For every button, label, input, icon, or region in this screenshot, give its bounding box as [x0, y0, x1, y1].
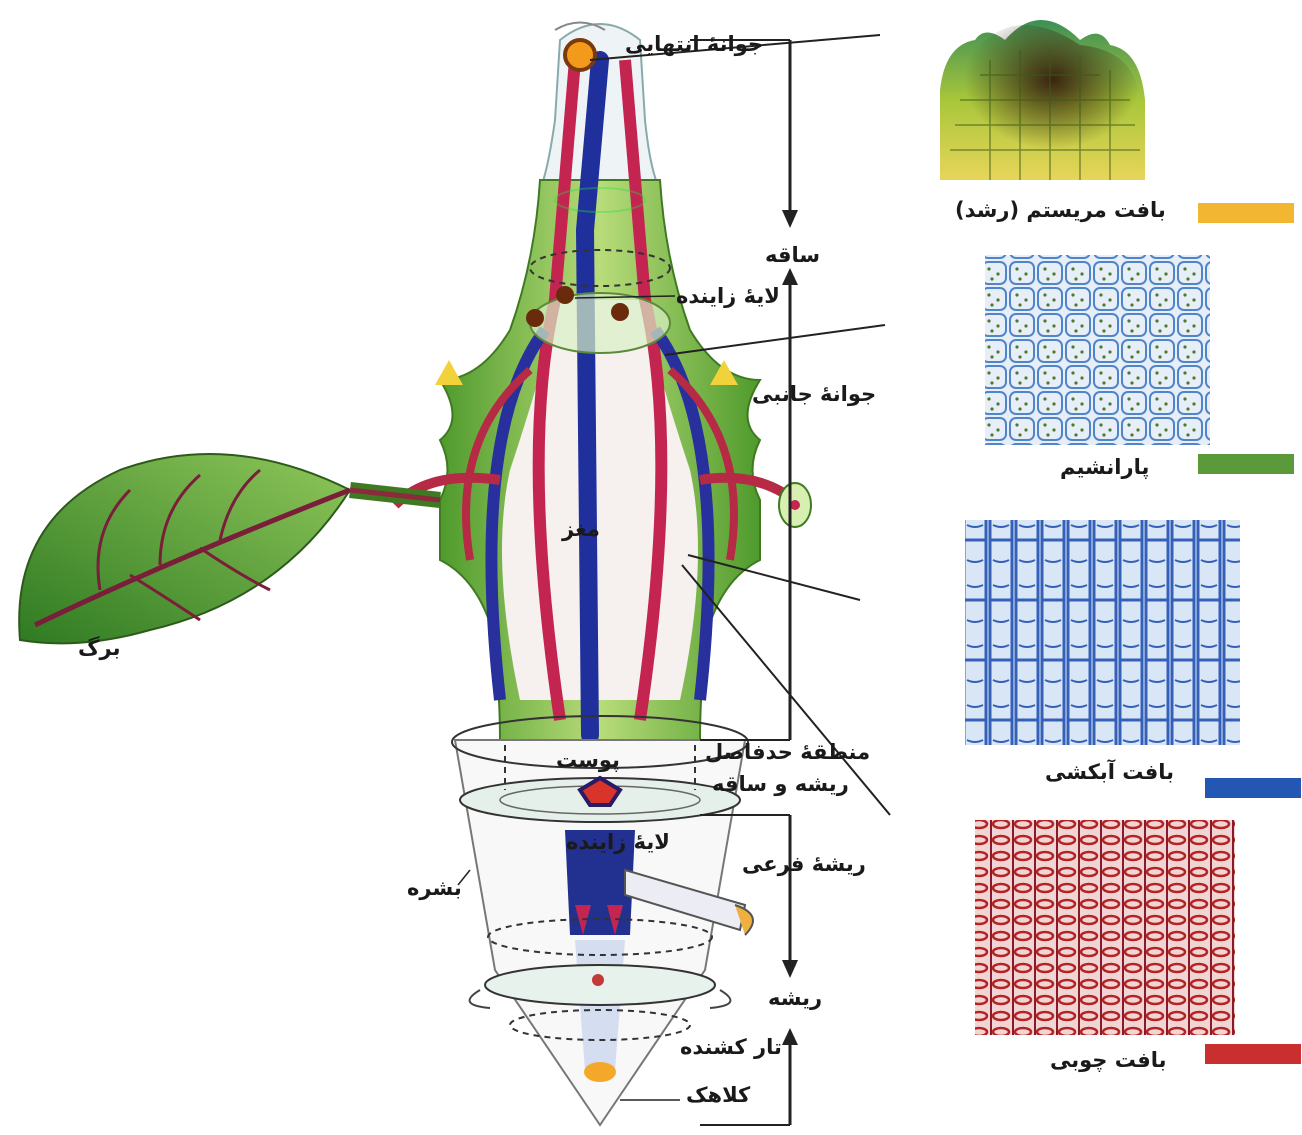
label-cortex: پوست [556, 748, 620, 772]
label-pith: مغز [562, 517, 600, 541]
parenchyma-tissue-image [985, 255, 1210, 445]
label-epidermis: بشره [407, 876, 462, 900]
label-root: ریشه [768, 986, 822, 1010]
leaf-shape [19, 454, 350, 643]
label-root-hair: تار کشنده [680, 1035, 782, 1059]
legend-label-phloem: بافت آبکشی [1045, 760, 1174, 784]
legend-swatch-phloem [1205, 778, 1301, 798]
label-cambium-bottom: لایهٔ زاینده [566, 830, 670, 854]
label-stem: ساقه [765, 243, 820, 267]
label-transition-zone-1: منطقهٔ حدفاصل [705, 740, 870, 764]
legend-swatch-xylem [1205, 1044, 1301, 1064]
label-lateral-bud: جوانهٔ جانبی [752, 382, 876, 406]
legend-label-meristem: بافت مریستم (رشد) [955, 198, 1166, 222]
legend-swatch-meristem [1198, 203, 1294, 223]
label-cambium-top: لایهٔ زاینده [676, 284, 780, 308]
label-leaf: برگ [78, 636, 120, 660]
label-terminal-bud: جوانهٔ انتهایی [625, 32, 763, 56]
legend-swatch-parenchyma [1198, 454, 1294, 474]
xylem-tissue-image [975, 820, 1235, 1035]
label-transition-zone-2: ریشه و ساقه [712, 772, 849, 796]
label-root-cap: کلاهک [686, 1083, 750, 1107]
label-lateral-root: ریشهٔ فرعی [742, 852, 866, 876]
legend-label-parenchyma: پارانشیم [1060, 455, 1149, 479]
legend-label-xylem: بافت چوبی [1050, 1048, 1167, 1072]
phloem-tissue-image [965, 520, 1240, 745]
